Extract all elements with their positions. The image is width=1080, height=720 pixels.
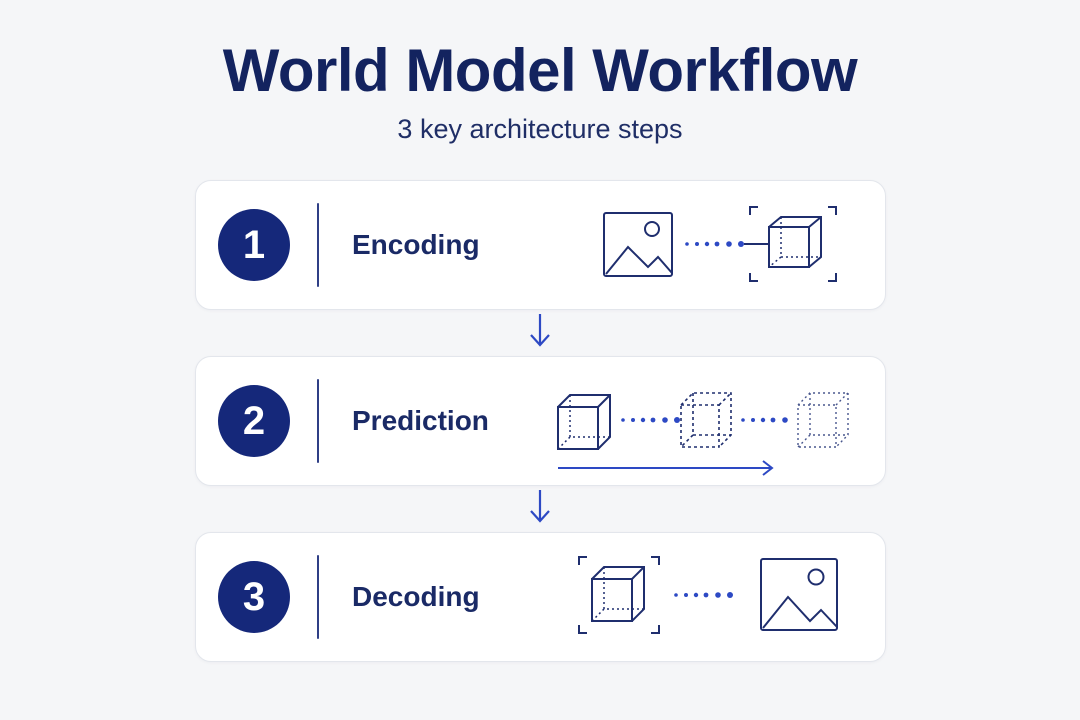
step-number-badge: 2 (218, 385, 290, 457)
prediction-illustration (557, 392, 849, 476)
step-label: Prediction (352, 405, 489, 436)
cube-in-frame-icon (749, 206, 837, 282)
dotted-connector (674, 592, 733, 598)
step-divider (317, 379, 319, 463)
step-card-decoding: 3 Decoding (195, 532, 886, 662)
arrow-down-icon (530, 490, 550, 523)
cube-icon (557, 394, 611, 450)
cube-in-frame-icon (578, 556, 660, 634)
step-label: Decoding (352, 581, 480, 612)
page-title: World Model Workflow (222, 37, 858, 104)
step-divider (317, 555, 319, 639)
dotted-connector (741, 417, 788, 423)
step-number-badge: 3 (218, 561, 290, 633)
page-subtitle: 3 key architecture steps (397, 114, 683, 144)
dashed-cube-icon (797, 392, 849, 448)
decoding-illustration (578, 556, 838, 634)
time-arrow (558, 460, 774, 476)
step-card-prediction: 2 Prediction (195, 356, 886, 486)
image-icon (760, 558, 838, 631)
step-card-encoding: 1 Encoding (195, 180, 886, 310)
step-label: Encoding (352, 229, 480, 260)
arrow-down-icon (530, 314, 550, 347)
dotted-connector (685, 241, 744, 247)
encoding-illustration (603, 206, 837, 282)
dotted-connector (621, 417, 680, 423)
image-icon (603, 212, 673, 277)
step-number-badge: 1 (218, 209, 290, 281)
step-divider (317, 203, 319, 287)
dashed-cube-icon (680, 392, 732, 448)
